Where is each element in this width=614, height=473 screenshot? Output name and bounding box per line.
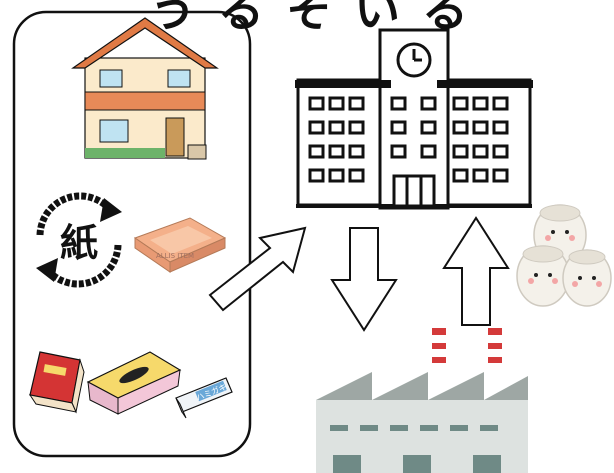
toilet-paper-icon: [516, 204, 612, 307]
arrow-to-school: [208, 226, 307, 312]
paper-factory-icon: [316, 328, 528, 473]
arrow-to-school-from-factory: [442, 216, 510, 326]
cardboard-box-icon: ALLIS ITEM: [133, 217, 227, 273]
collection-panel: [12, 10, 252, 458]
toothpaste-box-icon: ハミガキ: [175, 377, 233, 419]
recycle-mark-text: 紙: [60, 221, 98, 265]
clock-icon: [396, 42, 432, 78]
school-building-icon: [295, 28, 533, 210]
arrow-to-factory: [330, 227, 398, 332]
house-icon: [71, 17, 219, 160]
tissue-box-icon: [86, 351, 182, 415]
red-book-icon: [28, 351, 85, 414]
box-stamp-text: ALLIS ITEM: [156, 252, 194, 260]
paper-recycle-icon: 紙: [36, 192, 122, 288]
